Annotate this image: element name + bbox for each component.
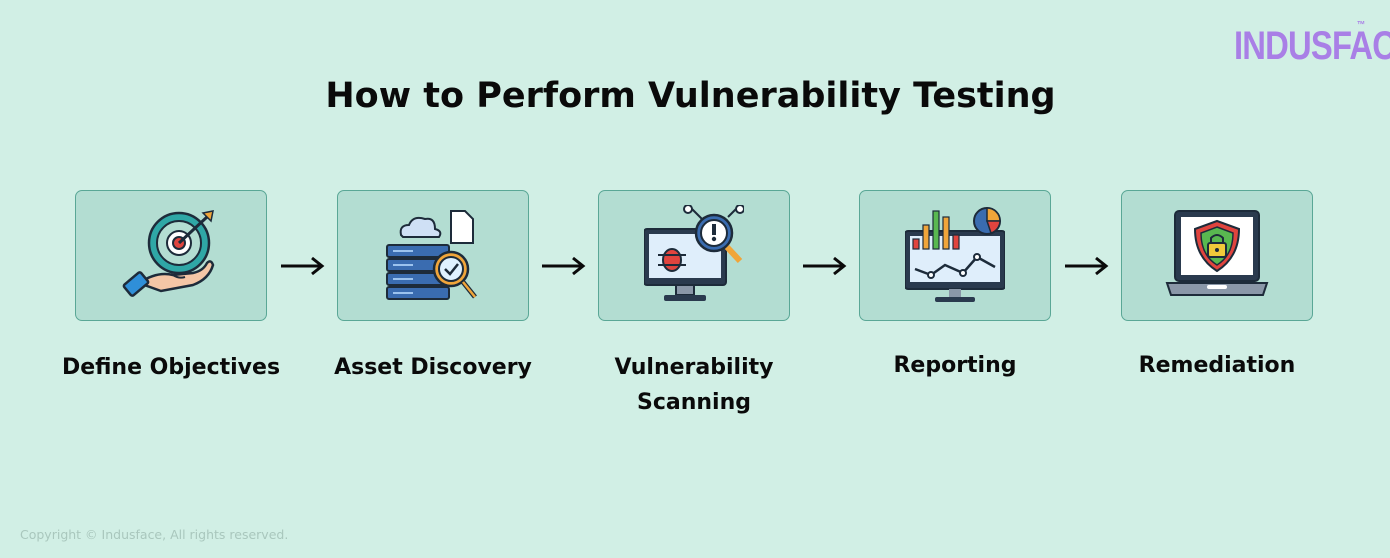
step-vulnerability-scanning: Vulnerability Scanning xyxy=(598,190,790,415)
logo-text: INDUSFACE xyxy=(1234,24,1390,68)
indusface-logo: INDUSFACE™ xyxy=(1234,20,1390,69)
arrow-right-icon xyxy=(1065,256,1109,276)
step-label: Vulnerability Scanning xyxy=(614,355,774,415)
step-define-objectives: Define Objectives xyxy=(62,190,280,380)
arrow-right-icon xyxy=(281,256,325,276)
step-icon-box xyxy=(75,190,267,321)
step-remediation: Remediation xyxy=(1121,190,1313,378)
step-icon-box xyxy=(859,190,1051,321)
server-magnifier-icon xyxy=(386,210,477,300)
step-label: Define Objectives xyxy=(61,355,281,380)
step-reporting: Reporting xyxy=(859,190,1051,378)
monitor-bug-scan-icon xyxy=(644,205,744,301)
step-label: Remediation xyxy=(1138,353,1296,378)
step-label: Reporting xyxy=(893,353,1017,378)
step-icon-box xyxy=(1121,190,1313,321)
arrow-right-icon xyxy=(803,256,847,276)
step-icon-box xyxy=(337,190,529,321)
dashboard-chart-icon xyxy=(905,207,1005,302)
copyright-text: Copyright © Indusface, All rights reserv… xyxy=(20,527,289,542)
step-icon-box xyxy=(598,190,790,321)
laptop-shield-lock-icon xyxy=(1165,210,1269,296)
target-hand-icon xyxy=(122,210,215,297)
trademark-symbol: ™ xyxy=(1357,20,1366,31)
step-label: Asset Discovery xyxy=(334,355,532,380)
arrow-right-icon xyxy=(542,256,586,276)
page-title: How to Perform Vulnerability Testing xyxy=(325,76,1056,116)
step-asset-discovery: Asset Discovery xyxy=(334,190,532,380)
